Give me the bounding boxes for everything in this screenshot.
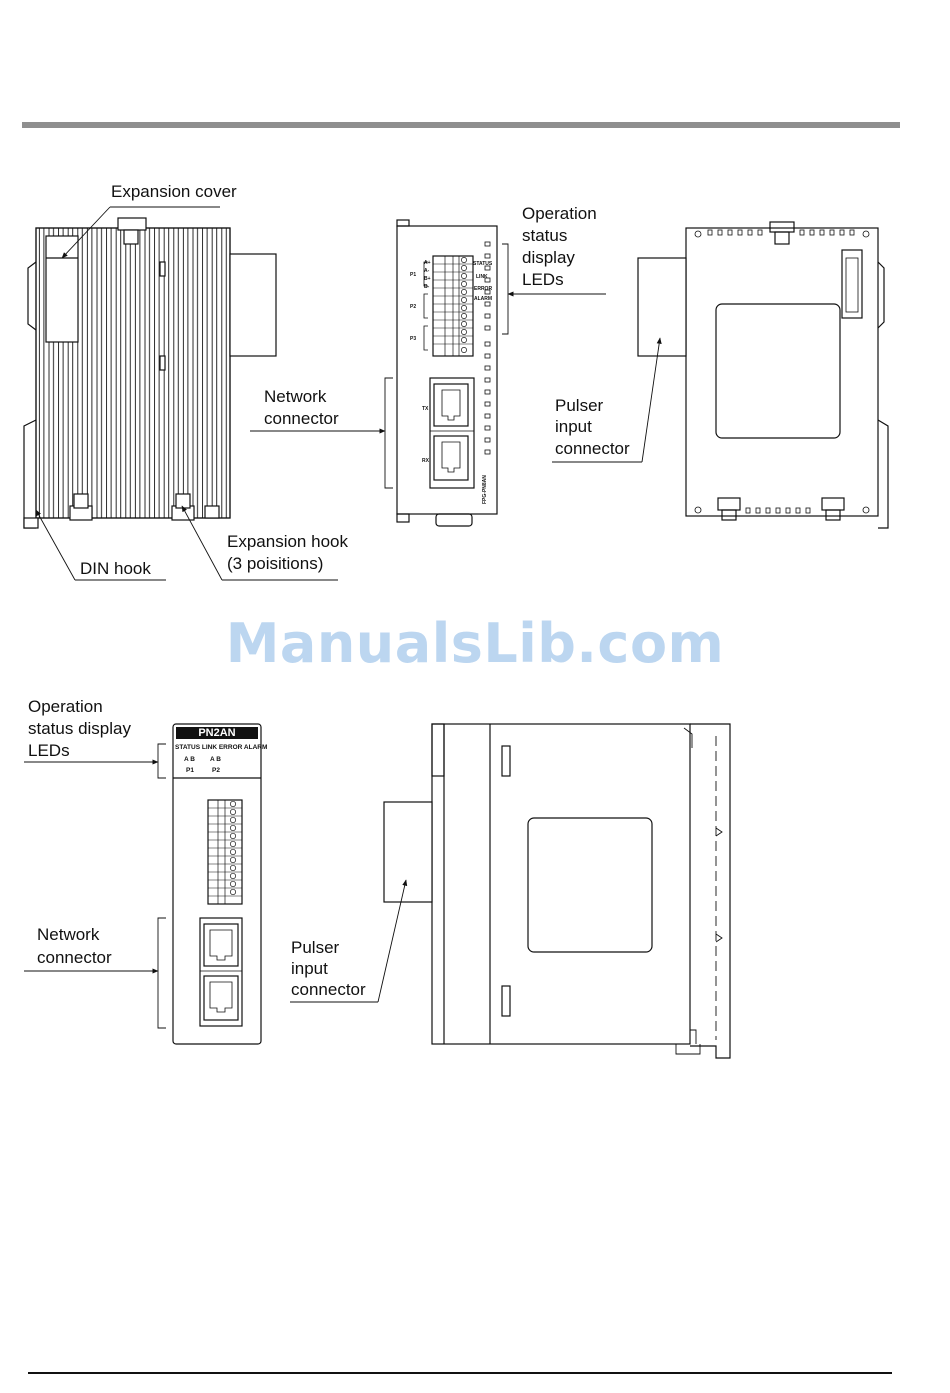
led-label-error-top: ERROR [474, 286, 492, 292]
label-operation-status-top-2: status [522, 226, 568, 245]
port-label-p3-top: P3 [410, 336, 416, 342]
front-panel-top [396, 219, 498, 527]
model-badge-bottom: PN2AN [176, 727, 258, 739]
label-operation-status-top-3: display [522, 248, 575, 267]
label-pulser-top-2: input [555, 417, 592, 436]
port-label-p1-bottom: P1 [186, 767, 194, 774]
label-operation-status-top-4: LEDs [522, 270, 564, 289]
port-label-p1-top: P1 [410, 272, 416, 278]
pin-b-plus: B+ [424, 276, 431, 282]
led-label-alarm-top: ALARM [474, 296, 492, 302]
ab-label-p1: A B [184, 756, 195, 763]
rj45-label-rx: RX [422, 458, 430, 464]
led-label-link-top: LINK [476, 274, 488, 280]
label-expansion-hook-2: (3 poisitions) [227, 554, 324, 573]
led-labels-bottom: STATUS LINK ERROR ALARM [175, 744, 267, 751]
top-rule [22, 122, 900, 128]
pin-b-minus: B- [424, 284, 430, 290]
side-view-left [23, 217, 277, 529]
label-operation-status-bottom-1: Operation [28, 697, 103, 716]
front-panel-bottom [172, 723, 262, 1045]
led-label-error-bottom: ERROR [218, 744, 243, 751]
rear-view-top [637, 221, 889, 529]
label-operation-status-top-1: Operation [522, 204, 597, 223]
label-network-connector-bottom-1: Network [37, 925, 100, 944]
led-label-status-bottom: STATUS [175, 744, 201, 751]
label-network-connector-bottom-2: connector [37, 948, 112, 967]
label-pulser-top-1: Pulser [555, 396, 604, 415]
rj45-label-tx: TX [422, 406, 429, 412]
label-pulser-bottom-1: Pulser [291, 938, 340, 957]
label-din-hook: DIN hook [80, 559, 151, 578]
label-expansion-cover: Expansion cover [111, 182, 237, 201]
side-view-bottom [383, 723, 731, 1059]
led-label-link-bottom: LINK [201, 744, 218, 751]
pin-a-plus: A+ [424, 260, 431, 266]
pin-a-minus: A- [424, 268, 430, 274]
led-label-alarm-bottom: ALARM [243, 744, 268, 751]
label-pulser-top-3: connector [555, 439, 630, 458]
label-network-connector-top-2: connector [264, 409, 339, 428]
port-label-p2-top: P2 [410, 304, 416, 310]
label-operation-status-bottom-2: status display [28, 719, 131, 738]
led-label-status-top: STATUS [473, 261, 493, 267]
model-label-top: FPG-PN8AN [482, 475, 488, 504]
label-expansion-hook-1: Expansion hook [227, 532, 348, 551]
ab-label-p2: A B [210, 756, 221, 763]
label-pulser-bottom-3: connector [291, 980, 366, 999]
bottom-rule [28, 1372, 892, 1374]
port-label-p2-bottom: P2 [212, 767, 220, 774]
label-operation-status-bottom-3: LEDs [28, 741, 70, 760]
label-network-connector-top-1: Network [264, 387, 327, 406]
watermark: ManualsLib.com [225, 612, 725, 675]
front-panel-top-text: STATUS LINK ERROR ALARM P1 P2 P3 A+ A- B… [410, 260, 493, 504]
label-pulser-bottom-2: input [291, 959, 328, 978]
